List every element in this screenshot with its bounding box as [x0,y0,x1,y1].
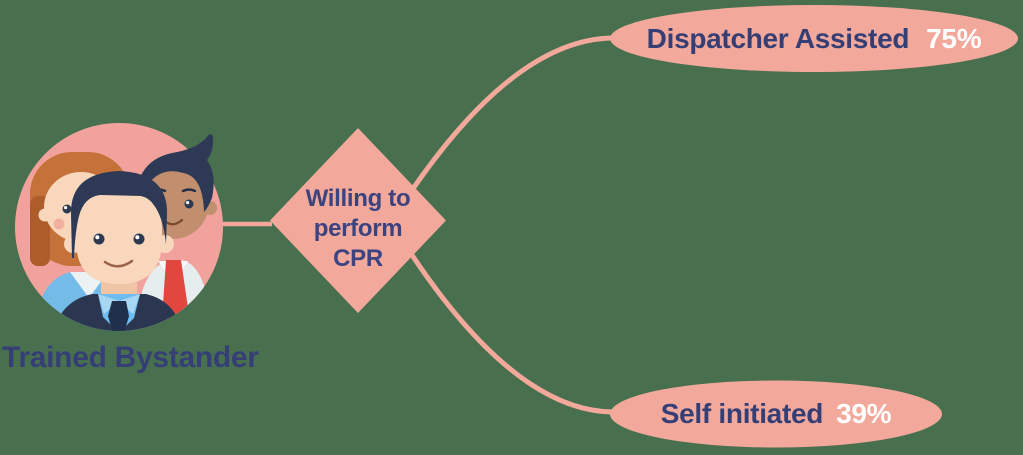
man-front-hair [70,171,168,258]
man-front-eye-left [93,233,105,245]
man-front-eye-highlight [135,235,140,240]
woman-eye-highlight [64,206,68,210]
woman-bangs [44,156,119,196]
outcome-ellipse-self [610,380,942,448]
decision-line-2: perform [313,215,403,242]
man-front-tie [108,301,129,331]
man-right-eye-right [184,199,194,209]
outcome-self-label: Self initiated [660,398,824,429]
edge-decision-to-self [405,247,615,415]
edge-decision-to-dispatcher [405,35,615,198]
woman-blush-left [53,218,65,230]
outcome-dispatcher-assisted: Dispatcher Assisted 75% [610,7,1018,71]
outcome-ellipse-dispatcher [610,5,1018,72]
decision-diamond [270,128,446,313]
man-right-hair [136,134,214,212]
man-right-brow-right [181,188,197,193]
man-front-collar-left [98,294,119,314]
outcome-dispatcher-label: Dispatcher Assisted [646,23,910,54]
trained-bystander-illustration [15,123,223,331]
man-front-face [76,180,162,284]
decision-line-3: CPR [333,245,383,272]
man-front-eye-highlight [95,235,100,240]
source-node-label: Trained Bystander [2,341,259,374]
outcome-self-value: 39% [836,398,892,429]
outcome-dispatcher-value: 75% [926,23,982,54]
man-front-collar-right [119,294,140,314]
outcome-self-initiated: Self initiated 39% [610,381,942,447]
man-front-smile [103,259,134,268]
decision-node-label: Willing to perform CPR [258,184,458,274]
decision-line-1: Willing to [305,185,411,212]
man-right-eye-highlight [186,201,190,205]
man-front-eye-right [133,233,145,245]
woman-eye-left [62,204,72,214]
